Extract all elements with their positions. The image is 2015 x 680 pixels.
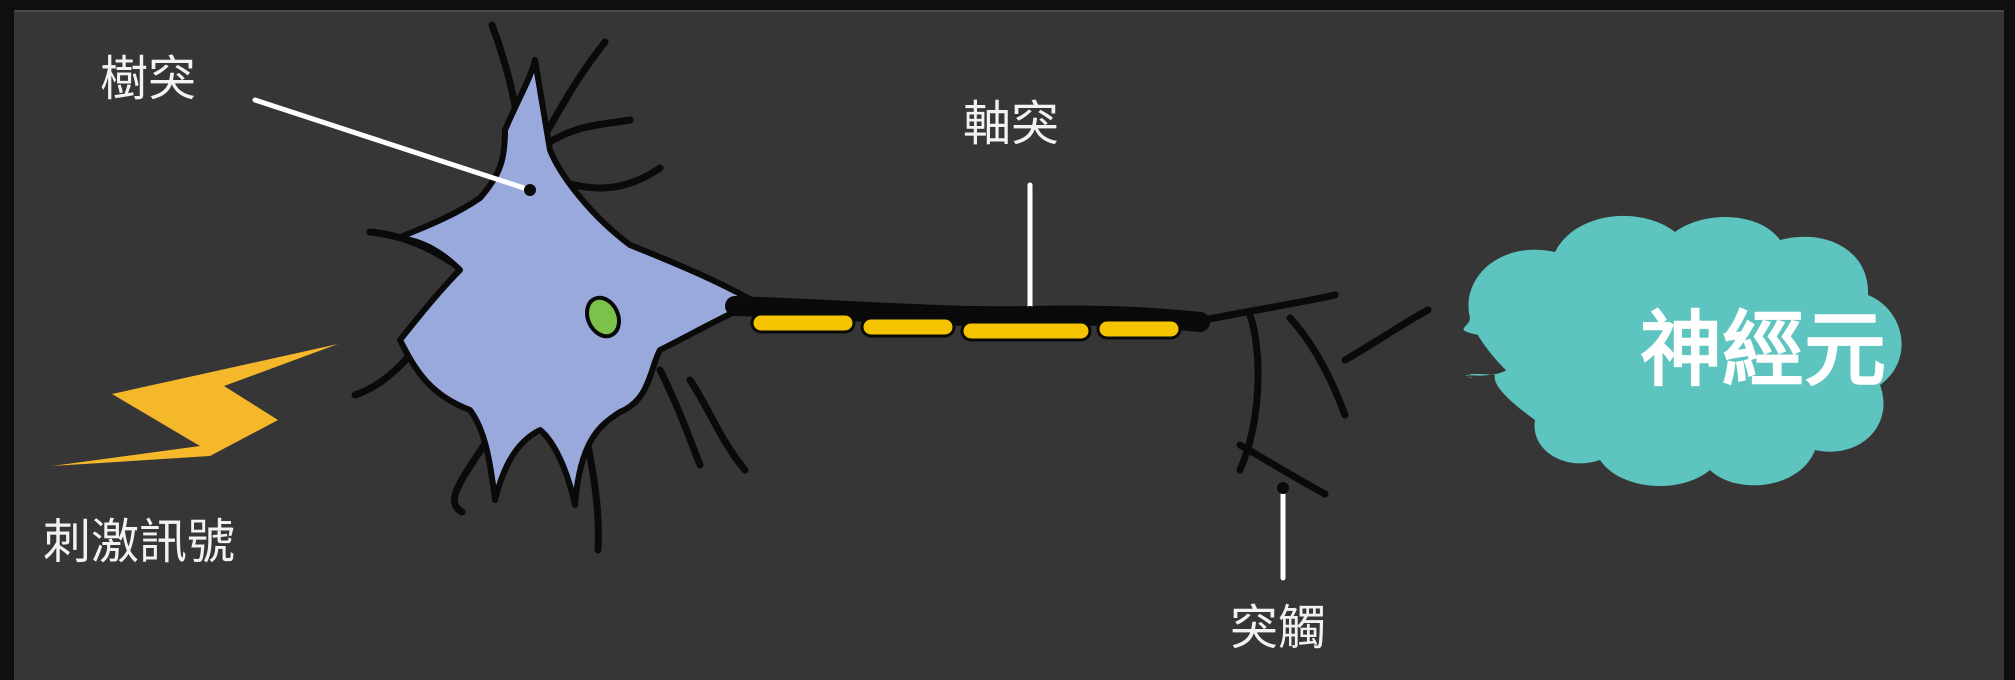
stimulus-signal-label: 刺激訊號 [43, 518, 235, 566]
synapse-label: 突觸 [1230, 604, 1326, 652]
lightning-icon [52, 344, 338, 466]
axon-label: 軸突 [963, 100, 1059, 148]
dendrite-label: 樹突 [100, 55, 196, 103]
neuron-title: 神經元 [1632, 310, 1894, 392]
